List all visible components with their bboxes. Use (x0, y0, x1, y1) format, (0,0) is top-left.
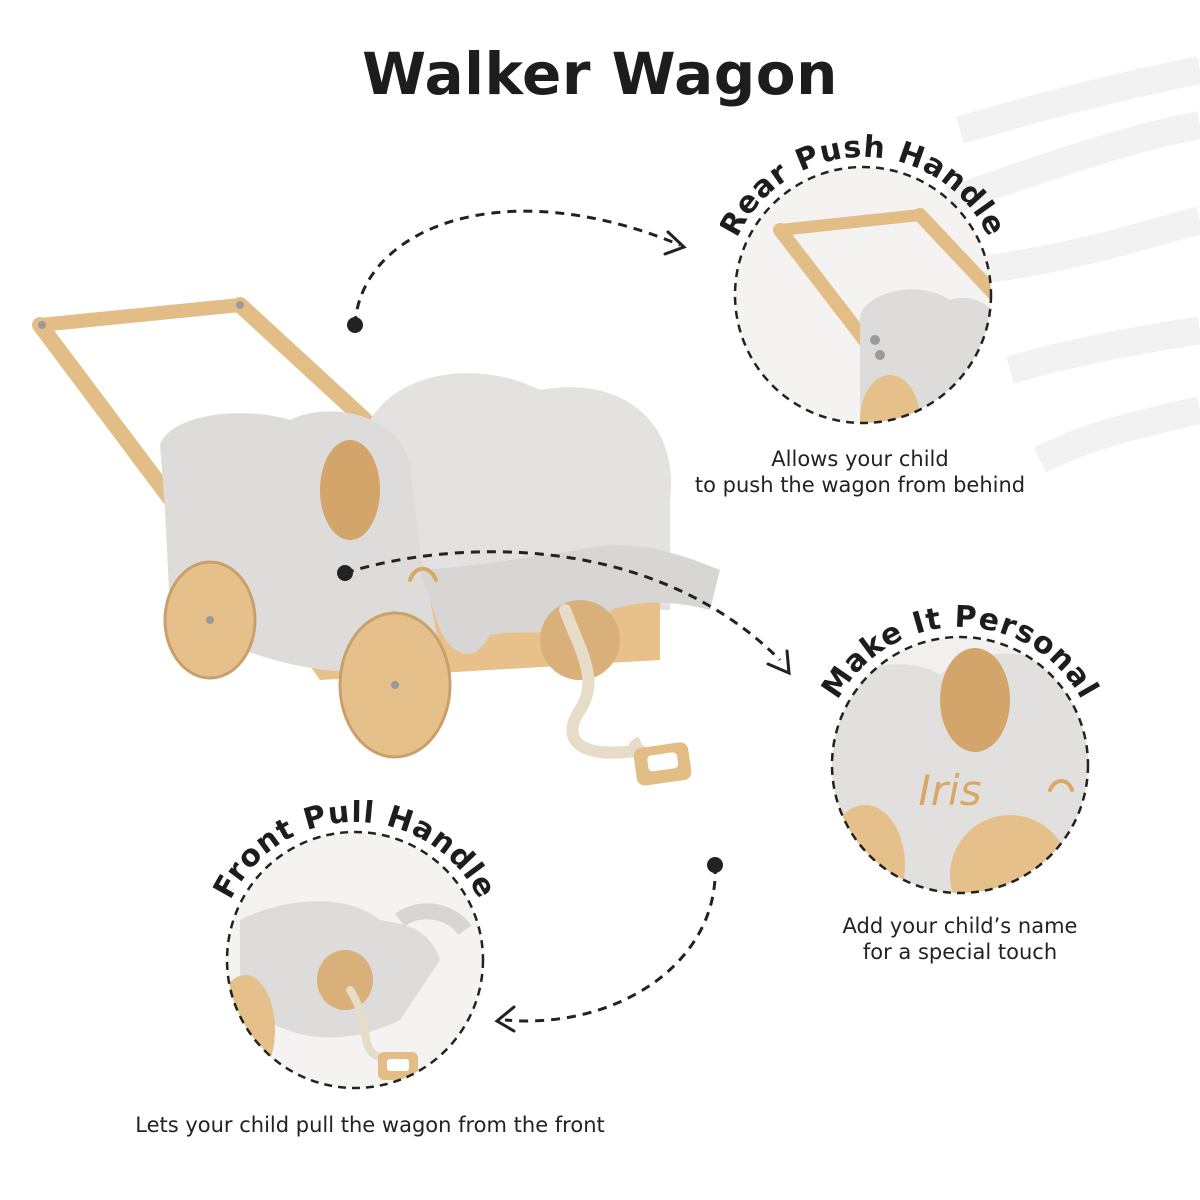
front-handle-detail: Front Pull Handle (207, 800, 502, 1090)
connector-endpoints (337, 317, 723, 873)
rear-handle-description: Allows your child to push the wagon from… (694, 447, 1026, 497)
personalize-detail: Iris Make It Personal (815, 600, 1105, 895)
front-handle-description: Lets your child pull the wagon from the … (135, 1113, 605, 1137)
engraved-name: Iris (918, 766, 981, 815)
rear-handle-detail: Rear Push Handle (720, 130, 1012, 425)
personalize-description: Add your child’s name for a special touc… (842, 914, 1078, 964)
page-title: Walker Wagon (362, 40, 838, 108)
